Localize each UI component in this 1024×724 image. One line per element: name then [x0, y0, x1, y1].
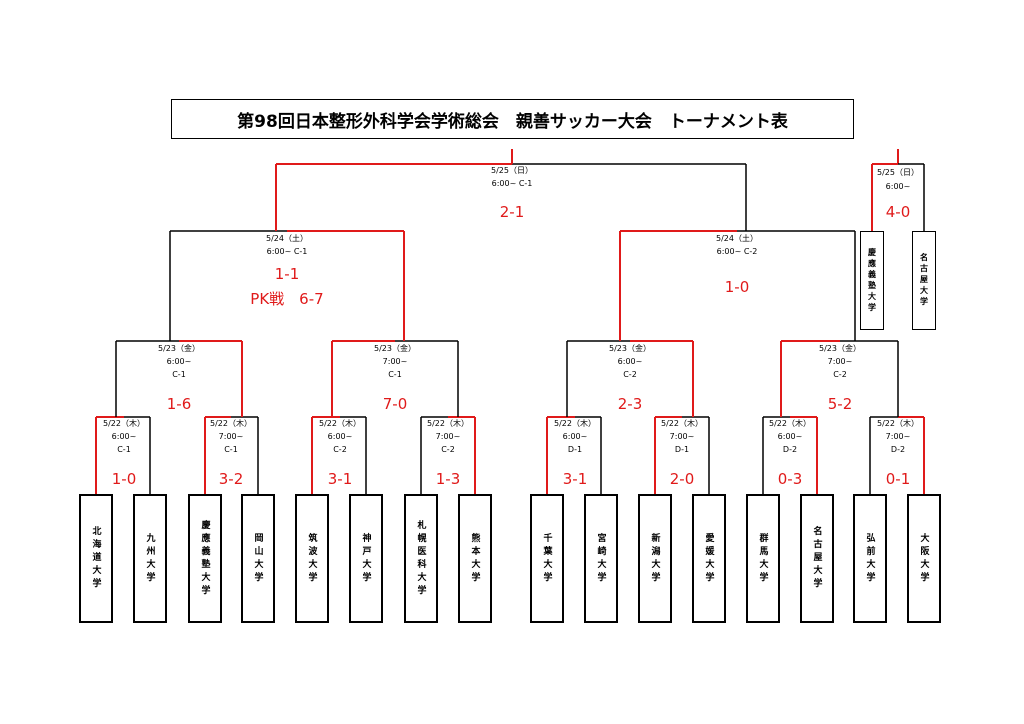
- r1-2-score-0: 3-2: [219, 470, 244, 488]
- team-box-14: 弘前大学: [853, 494, 887, 623]
- r1-8-info-2: D-2: [891, 445, 905, 454]
- team-box-4: 筑波大学: [295, 494, 329, 623]
- r1-6-info-1: 7:00~: [670, 432, 695, 441]
- r1-5-info-1: 6:00~: [563, 432, 588, 441]
- third-place-score-0: 4-0: [886, 203, 911, 221]
- page-title: 第98回日本整形外科学会学術総会 親善サッカー大会 トーナメント表: [171, 99, 854, 139]
- qf-4-info-1: 7:00~: [828, 357, 853, 366]
- r1-1-info-1: 6:00~: [112, 432, 137, 441]
- r1-6-score-0: 2-0: [670, 470, 695, 488]
- third-place-team-1: 名古屋大学: [912, 231, 936, 330]
- r1-1-score-0: 1-0: [112, 470, 137, 488]
- r1-6-info-2: D-1: [675, 445, 689, 454]
- third-place-team-0: 慶應義塾大学: [860, 231, 884, 330]
- qf-2-info-2: C-1: [388, 370, 402, 379]
- team-box-7-label: 熊本大学: [469, 532, 480, 585]
- third-place-team-0-label: 慶應義塾大学: [867, 247, 877, 314]
- r1-2-info-0: 5/22（木）: [210, 418, 252, 428]
- third-place-info-0: 5/25（日）: [877, 168, 919, 177]
- qf-3-info-0: 5/23（金）: [609, 343, 651, 353]
- qf-4-score-0: 5-2: [828, 395, 853, 413]
- r1-3-info-2: C-2: [333, 445, 347, 454]
- sf-2-info-0: 5/24（土）: [716, 233, 758, 243]
- r1-4-info-2: C-2: [441, 445, 455, 454]
- r1-8-info-1: 7:00~: [886, 432, 911, 441]
- qf-2-info-0: 5/23（金）: [374, 343, 416, 353]
- r1-3-score-0: 3-1: [328, 470, 353, 488]
- final-info-1: 6:00~ C-1: [492, 179, 533, 188]
- team-box-1: 九州大学: [133, 494, 167, 623]
- r1-4-info-1: 7:00~: [436, 432, 461, 441]
- team-box-9: 宮崎大学: [584, 494, 618, 623]
- r1-3-info-0: 5/22（木）: [319, 418, 361, 428]
- team-box-6: 札幌医科大学: [404, 494, 438, 623]
- r1-3-info-1: 6:00~: [328, 432, 353, 441]
- team-box-8-label: 千葉大学: [541, 532, 552, 585]
- r1-4-score-0: 1-3: [436, 470, 461, 488]
- qf-4-info-0: 5/23（金）: [819, 343, 861, 353]
- team-box-6-label: 札幌医科大学: [415, 519, 426, 598]
- sf-1-score-0: 1-1: [275, 265, 300, 283]
- r1-8-score-0: 0-1: [886, 470, 911, 488]
- r1-2-info-2: C-1: [224, 445, 238, 454]
- team-box-12: 群馬大学: [746, 494, 780, 623]
- qf-1-info-2: C-1: [172, 370, 186, 379]
- qf-4-info-2: C-2: [833, 370, 847, 379]
- team-box-4-label: 筑波大学: [306, 532, 317, 585]
- r1-5-info-2: D-1: [568, 445, 582, 454]
- team-box-12-label: 群馬大学: [757, 532, 768, 585]
- r1-7-info-2: D-2: [783, 445, 797, 454]
- qf-1-score-0: 1-6: [167, 395, 192, 413]
- team-box-0-label: 北海道大学: [90, 526, 101, 591]
- r1-5-info-0: 5/22（木）: [554, 418, 596, 428]
- r1-7-info-1: 6:00~: [778, 432, 803, 441]
- r1-4-info-0: 5/22（木）: [427, 418, 469, 428]
- sf-2-score-0: 1-0: [725, 278, 750, 296]
- team-box-8: 千葉大学: [530, 494, 564, 623]
- qf-3-score-0: 2-3: [618, 395, 643, 413]
- r1-6-info-0: 5/22（木）: [661, 418, 703, 428]
- team-box-10: 新潟大学: [638, 494, 672, 623]
- r1-5-score-0: 3-1: [563, 470, 588, 488]
- team-box-7: 熊本大学: [458, 494, 492, 623]
- team-box-5: 神戸大学: [349, 494, 383, 623]
- qf-2-score-0: 7-0: [383, 395, 408, 413]
- team-box-3: 岡山大学: [241, 494, 275, 623]
- team-box-2-label: 慶應義塾大学: [199, 519, 210, 598]
- final-info-0: 5/25（日）: [491, 166, 533, 175]
- team-box-9-label: 宮崎大学: [595, 532, 606, 585]
- sf-2-info-1: 6:00~ C-2: [717, 247, 758, 256]
- team-box-14-label: 弘前大学: [864, 532, 875, 585]
- sf-1-score-1: PK戦 6-7: [250, 290, 323, 308]
- qf-3-info-1: 6:00~: [618, 357, 643, 366]
- third-place-team-1-label: 名古屋大学: [919, 253, 929, 308]
- third-place-info-1: 6:00~: [886, 182, 911, 191]
- team-box-5-label: 神戸大学: [360, 532, 371, 585]
- qf-1-info-1: 6:00~: [167, 357, 192, 366]
- r1-2-info-1: 7:00~: [219, 432, 244, 441]
- qf-2-info-1: 7:00~: [383, 357, 408, 366]
- team-box-13-label: 名古屋大学: [811, 526, 822, 591]
- team-box-1-label: 九州大学: [144, 532, 155, 585]
- sf-1-info-0: 5/24（土）: [266, 233, 308, 243]
- team-box-15-label: 大阪大学: [918, 532, 929, 585]
- team-box-11: 愛媛大学: [692, 494, 726, 623]
- team-box-13: 名古屋大学: [800, 494, 834, 623]
- team-box-3-label: 岡山大学: [252, 532, 263, 585]
- team-box-10-label: 新潟大学: [649, 532, 660, 585]
- qf-1-info-0: 5/23（金）: [158, 343, 200, 353]
- r1-7-score-0: 0-3: [778, 470, 803, 488]
- team-box-0: 北海道大学: [79, 494, 113, 623]
- team-box-11-label: 愛媛大学: [703, 532, 714, 585]
- team-box-2: 慶應義塾大学: [188, 494, 222, 623]
- r1-7-info-0: 5/22（木）: [769, 418, 811, 428]
- sf-1-info-1: 6:00~ C-1: [267, 247, 308, 256]
- r1-1-info-2: C-1: [117, 445, 131, 454]
- final-score-0: 2-1: [500, 203, 525, 221]
- r1-8-info-0: 5/22（木）: [877, 418, 919, 428]
- qf-3-info-2: C-2: [623, 370, 637, 379]
- team-box-15: 大阪大学: [907, 494, 941, 623]
- r1-1-info-0: 5/22（木）: [103, 418, 145, 428]
